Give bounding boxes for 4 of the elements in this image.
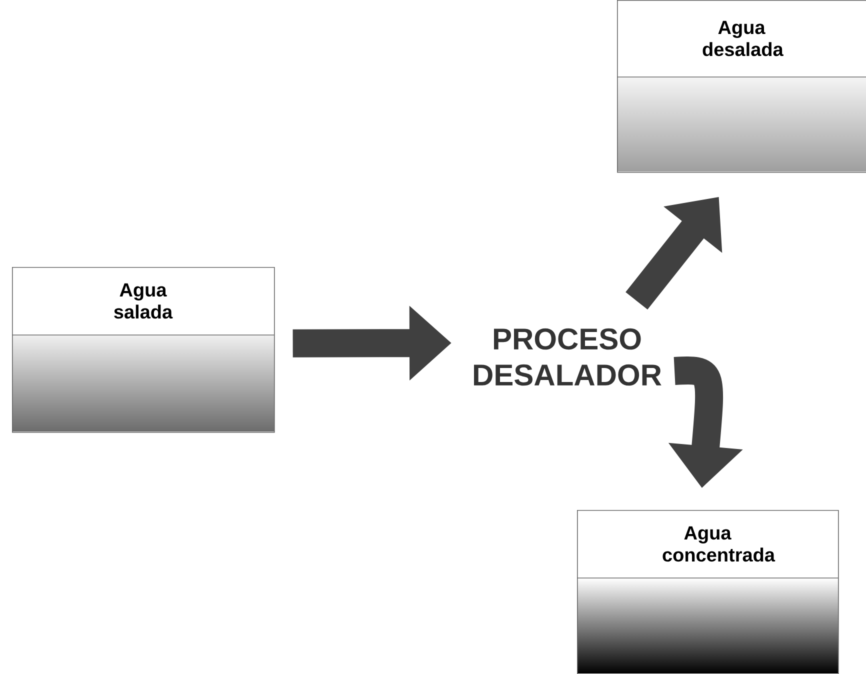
process-label: PROCESO DESALADOR — [474, 328, 662, 386]
tank-box: Agua desalada — [616, 0, 866, 173]
tank-box: Agua concentrada — [576, 510, 839, 674]
tank-box: Agua salada — [12, 267, 275, 433]
